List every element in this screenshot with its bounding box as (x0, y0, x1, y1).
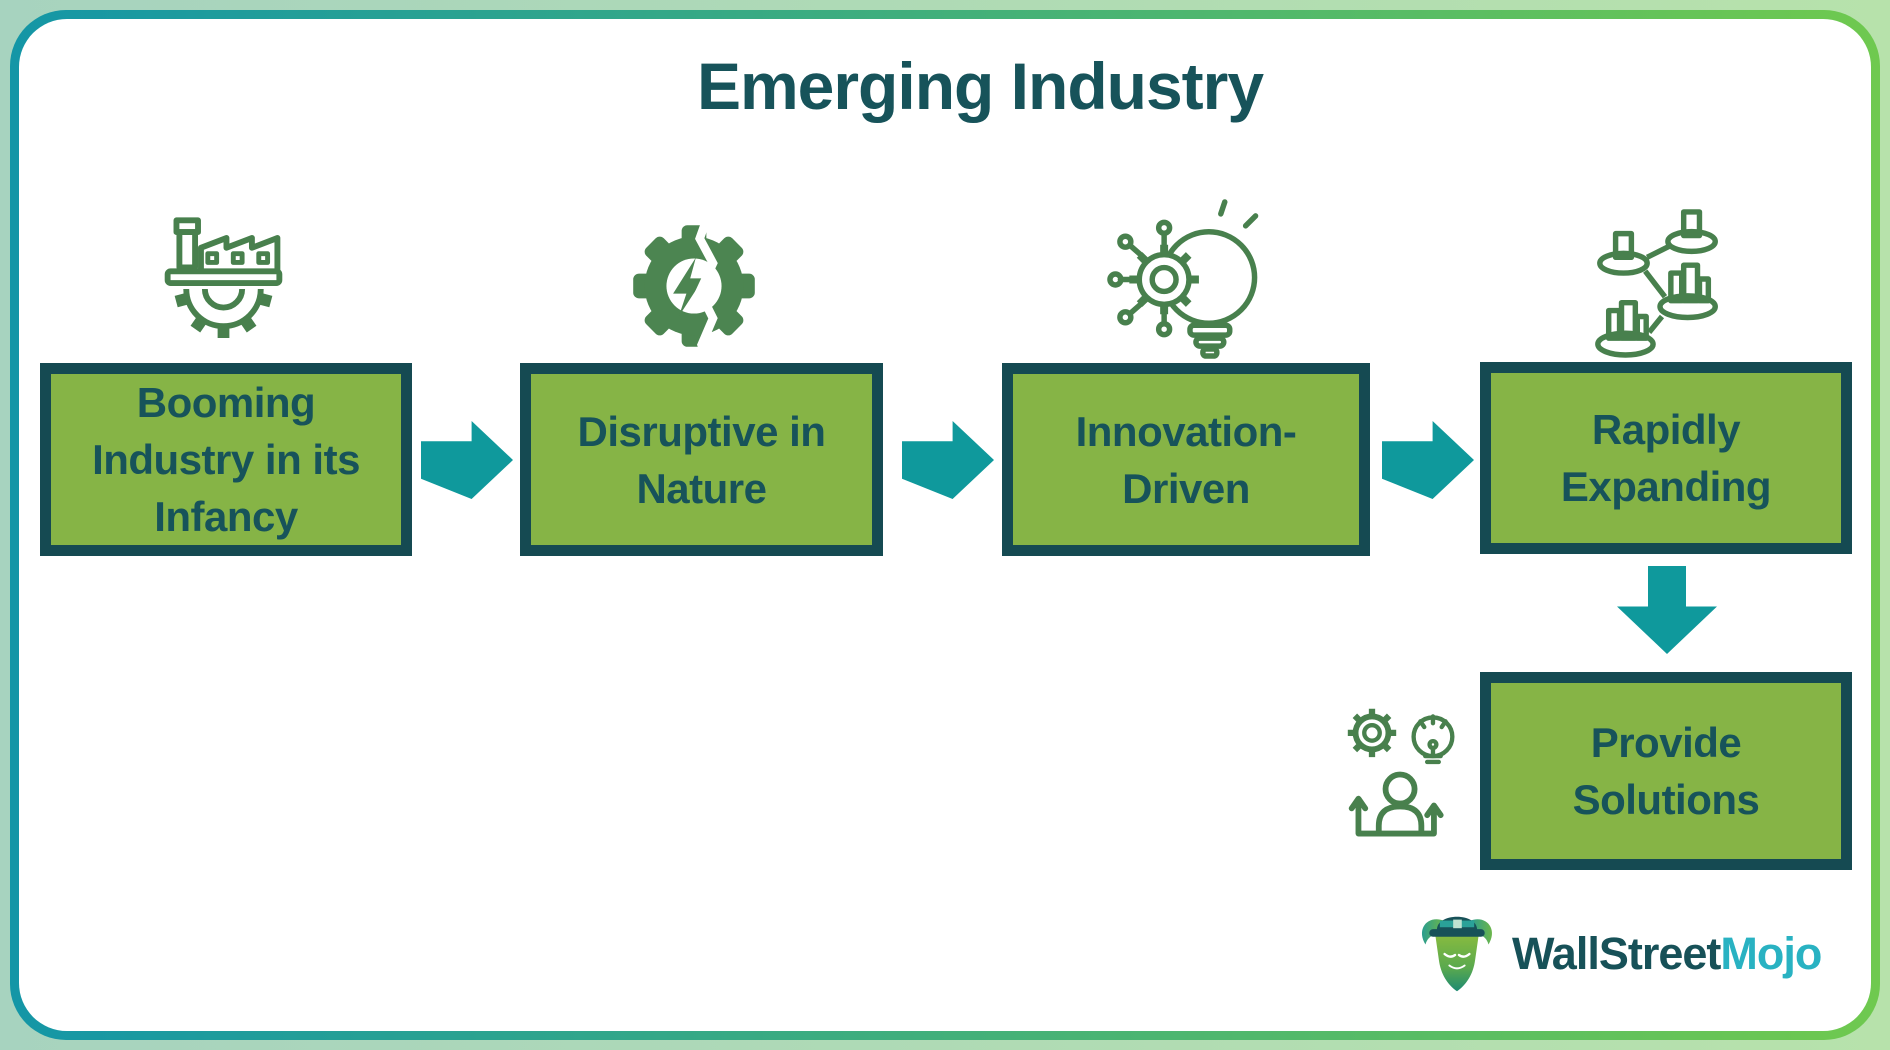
bull-tophat-logo-icon (1421, 916, 1493, 992)
person-gear-lightbulb-icon (1347, 708, 1455, 837)
lightbulb-gear-circuit-icon (1107, 199, 1259, 359)
step-label: Rapidly Expanding (1560, 406, 1772, 510)
step-label: Innovation- Driven (1075, 407, 1297, 512)
logo-brand-secondary: Mojo (1720, 928, 1822, 979)
step-label: Provide Solutions (1572, 719, 1760, 823)
step-box-disruptive-nature: Disruptive in Nature (520, 363, 883, 556)
connected-buildings-growth-icon (1595, 209, 1718, 358)
step-box-rapidly-expanding: Rapidly Expanding (1480, 362, 1852, 554)
factory-gear-icon (164, 217, 283, 338)
wallstreetmojo-logo: WallStreetMojo (1414, 908, 1822, 1000)
logo-brand-primary: WallStreet (1512, 928, 1721, 979)
step-box-booming-industry: Booming Industry in its Infancy (40, 363, 412, 556)
step-label: Booming Industry in its Infancy (92, 379, 360, 540)
step-box-provide-solutions: Provide Solutions (1480, 672, 1852, 870)
step-label: Disruptive in Nature (577, 407, 826, 512)
step-box-innovation-driven: Innovation- Driven (1002, 363, 1370, 556)
logo-text: WallStreetMojo (1512, 928, 1822, 980)
page-title: Emerging Industry (696, 49, 1264, 123)
broken-gear-lightning-icon (633, 210, 755, 362)
